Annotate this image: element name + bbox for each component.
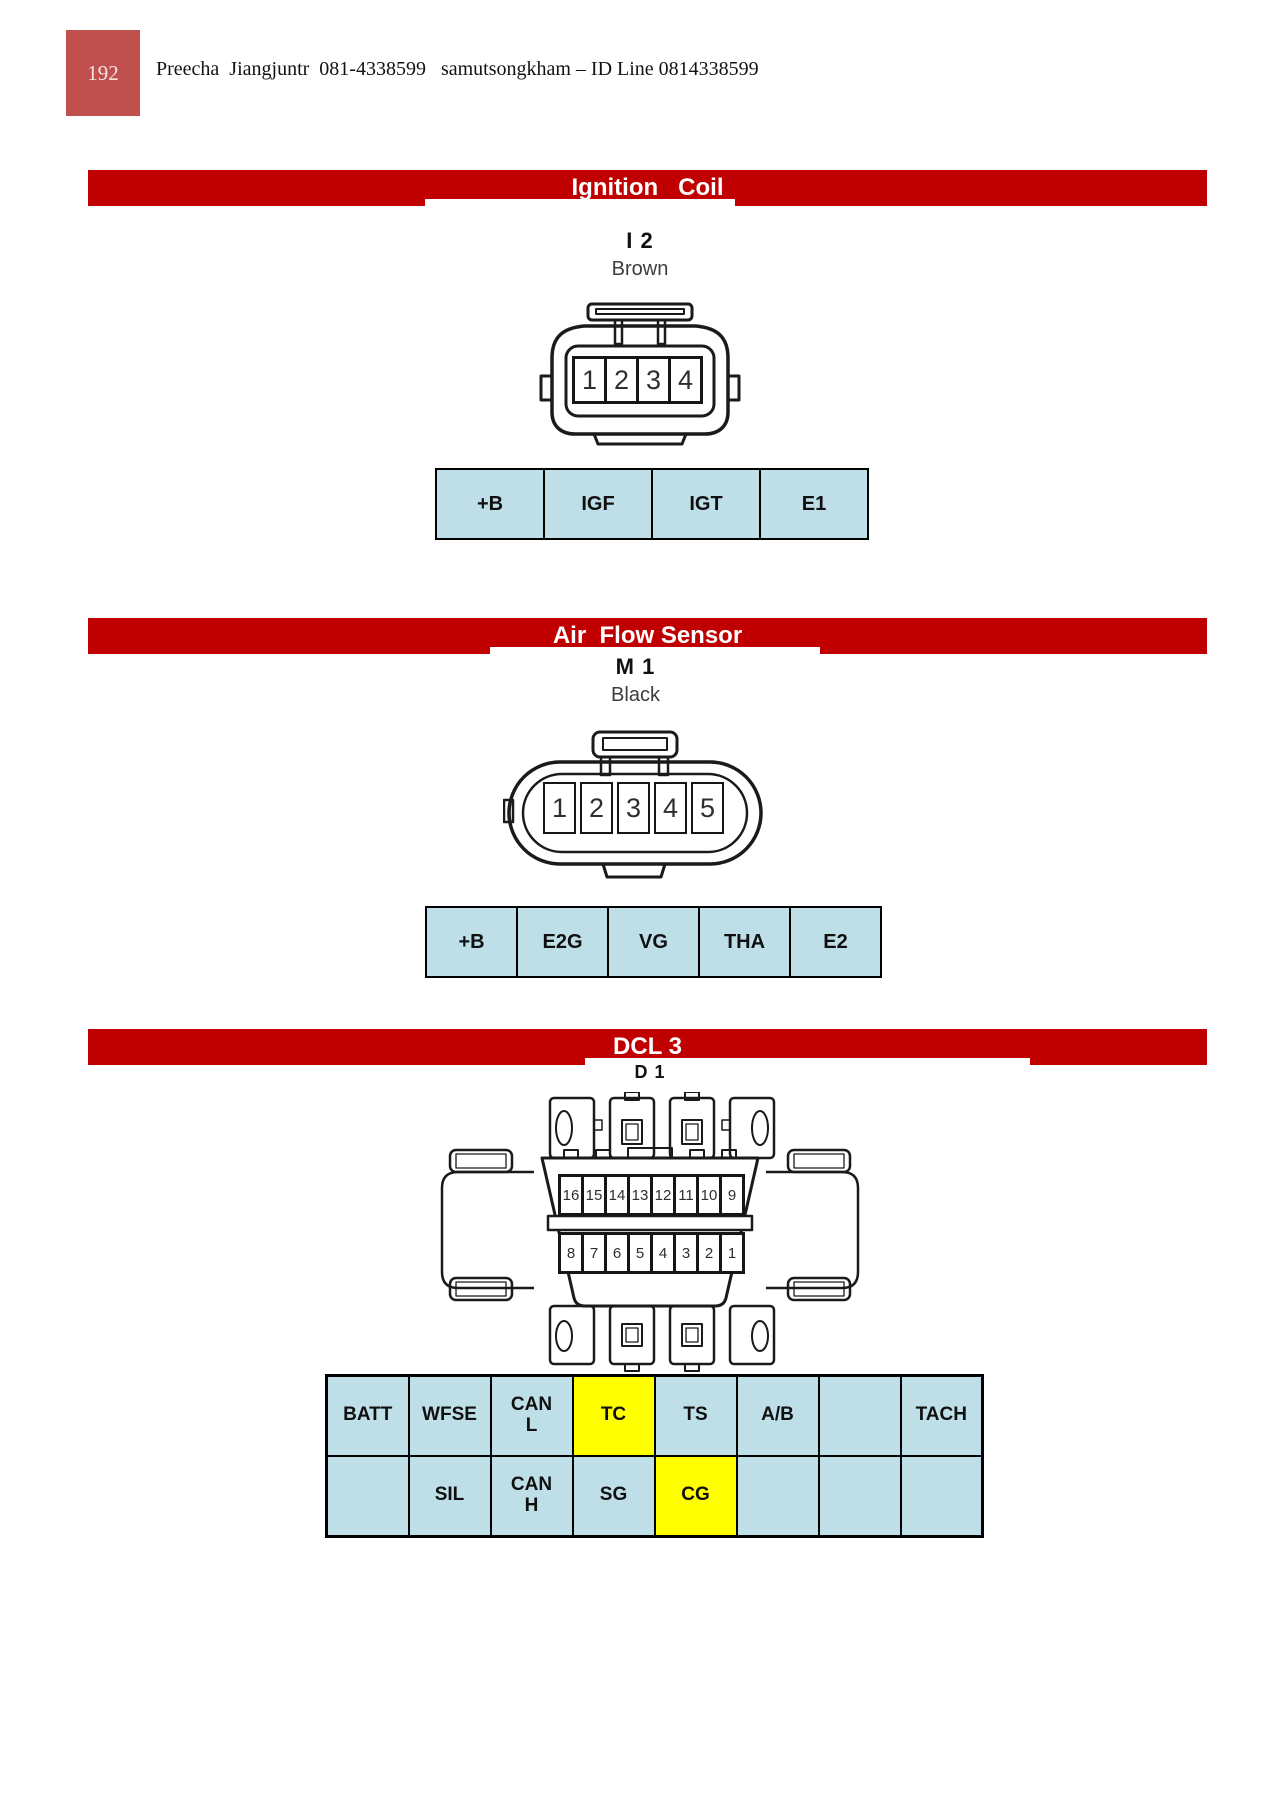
pin-3: 3	[617, 782, 650, 834]
connector-color-i2: Brown	[611, 258, 669, 280]
connector-code-i2: I 2	[626, 228, 654, 253]
connector-color-m1: Black	[611, 684, 660, 706]
pin-2: 2	[604, 356, 639, 404]
signal-cell: IGF	[543, 468, 653, 540]
pin-10: 10	[696, 1174, 722, 1216]
signal-cell: E2G	[516, 906, 609, 978]
signal-cell: CAN L	[489, 1374, 574, 1457]
signal-cell: SG	[571, 1454, 656, 1538]
connector-diagram-d1: 16 15 14 13 12 11 10 9 8 7 6 5 4 3 2 1	[424, 1092, 876, 1372]
table-row: SIL CAN H SG CG	[325, 1454, 984, 1538]
pin-9: 9	[719, 1174, 745, 1216]
pin-1: 1	[572, 356, 607, 404]
table-row: +B E2G VG THA E2	[425, 906, 882, 978]
dlc3-connector-drawing	[440, 1092, 860, 1372]
connector-diagram-i2: 1 2 3 4	[530, 296, 750, 446]
page-number-tab: 192	[66, 30, 140, 116]
signal-cell: +B	[435, 468, 545, 540]
connector-code-d1: D 1	[634, 1062, 666, 1082]
pin-row-m1: 1 2 3 4 5	[543, 782, 724, 834]
page-number: 192	[87, 60, 119, 85]
pin-4: 4	[668, 356, 703, 404]
signal-cell: E2	[789, 906, 882, 978]
section-title: Ignition Coil	[571, 174, 724, 201]
signal-cell-highlighted: TC	[571, 1374, 656, 1457]
banner-notch	[585, 1058, 1030, 1065]
signal-cell: TS	[653, 1374, 738, 1457]
connector-code-m1: M 1	[615, 654, 656, 679]
pin-5: 5	[627, 1232, 653, 1274]
banner-air-flow-sensor: Air Flow Sensor	[88, 618, 1207, 654]
pin-6: 6	[604, 1232, 630, 1274]
pin-2: 2	[580, 782, 613, 834]
table-row: +B IGF IGT E1	[435, 468, 869, 540]
connector-diagram-m1: 1 2 3 4 5	[503, 720, 768, 890]
air-flow-sensor-connector-drawing	[503, 730, 763, 879]
pin-8: 8	[558, 1232, 584, 1274]
pin-11: 11	[673, 1174, 699, 1216]
pin-12: 12	[650, 1174, 676, 1216]
signal-cell: E1	[759, 468, 869, 540]
ignition-coil-connector-drawing	[539, 302, 741, 446]
signal-cell	[817, 1454, 902, 1538]
signal-cell	[817, 1374, 902, 1457]
section-title: Air Flow Sensor	[552, 622, 743, 649]
signal-cell: +B	[425, 906, 518, 978]
signal-cell: TACH	[899, 1374, 984, 1457]
header-contact-line: Preecha Jiangjuntr 081-4338599 samutsong…	[156, 58, 759, 80]
section-title: DCL 3	[613, 1033, 682, 1060]
signal-cell: SIL	[407, 1454, 492, 1538]
signal-cell: BATT	[325, 1374, 410, 1457]
signal-table-ignition: +B IGF IGT E1	[435, 468, 869, 540]
signal-table-airflow: +B E2G VG THA E2	[425, 906, 882, 978]
pin-16: 16	[558, 1174, 584, 1216]
pin-3: 3	[636, 356, 671, 404]
signal-cell-highlighted: CG	[653, 1454, 738, 1538]
pin-row-i2: 1 2 3 4	[572, 356, 703, 404]
signal-cell	[735, 1454, 820, 1538]
banner-notch	[425, 199, 735, 206]
signal-cell: VG	[607, 906, 700, 978]
signal-cell: THA	[698, 906, 791, 978]
table-row: BATT WFSE CAN L TC TS A/B TACH	[325, 1374, 984, 1457]
pin-4: 4	[654, 782, 687, 834]
signal-cell	[899, 1454, 984, 1538]
pin-row-d1-bottom: 8 7 6 5 4 3 2 1	[558, 1232, 745, 1274]
signal-cell: IGT	[651, 468, 761, 540]
signal-cell: CAN H	[489, 1454, 574, 1538]
signal-cell: WFSE	[407, 1374, 492, 1457]
pin-3: 3	[673, 1232, 699, 1274]
signal-table-dcl3: BATT WFSE CAN L TC TS A/B TACH SIL CAN H…	[325, 1374, 984, 1538]
pin-5: 5	[691, 782, 724, 834]
pin-1: 1	[719, 1232, 745, 1274]
pin-row-d1-top: 16 15 14 13 12 11 10 9	[558, 1174, 745, 1216]
signal-cell	[325, 1454, 410, 1538]
pin-2: 2	[696, 1232, 722, 1274]
banner-notch	[490, 647, 820, 654]
pin-1: 1	[543, 782, 576, 834]
signal-cell: A/B	[735, 1374, 820, 1457]
